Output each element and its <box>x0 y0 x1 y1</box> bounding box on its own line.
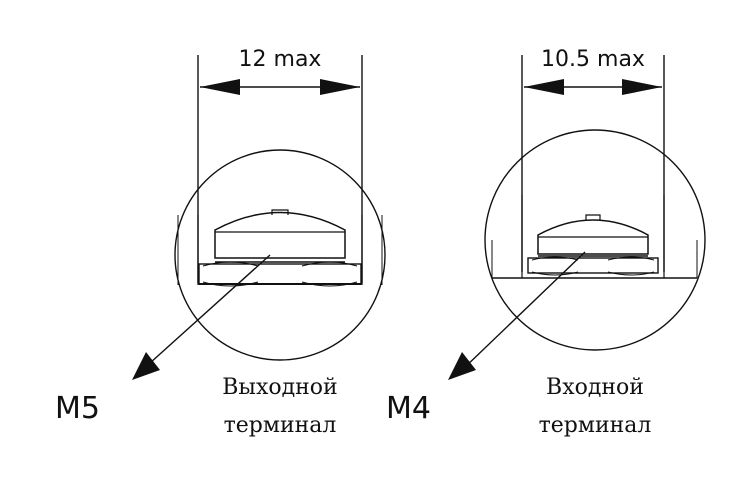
left-terminal-detail <box>132 55 386 380</box>
right-screw-label: M4 <box>386 391 431 426</box>
left-screw-head <box>214 211 346 259</box>
left-terminal-base <box>198 263 362 285</box>
right-terminal-label-line2: терминал <box>539 413 652 438</box>
right-terminal-label-line1: Входной <box>546 375 644 400</box>
left-screw-label: M5 <box>55 391 100 426</box>
right-leader-arrowhead <box>448 352 476 380</box>
right-dim-arrow-right <box>622 79 662 95</box>
right-terminal-base <box>527 257 659 274</box>
left-detail-circle <box>174 149 386 361</box>
left-terminal-label-line1: Выходной <box>222 375 337 400</box>
left-leader-arrowhead <box>132 352 160 380</box>
left-terminal-label-line2: терминал <box>224 413 337 438</box>
left-leader-line <box>139 254 271 373</box>
left-dimension-label: 12 max <box>239 47 322 72</box>
right-dim-arrow-left <box>524 79 564 95</box>
right-terminal-detail <box>448 55 706 380</box>
right-leader-line <box>461 251 586 371</box>
right-screw-head <box>537 219 649 255</box>
left-dim-arrow-right <box>320 79 360 95</box>
right-detail-circle <box>484 129 706 351</box>
left-dim-arrow-left <box>200 79 240 95</box>
right-dimension-label: 10.5 max <box>541 47 645 72</box>
